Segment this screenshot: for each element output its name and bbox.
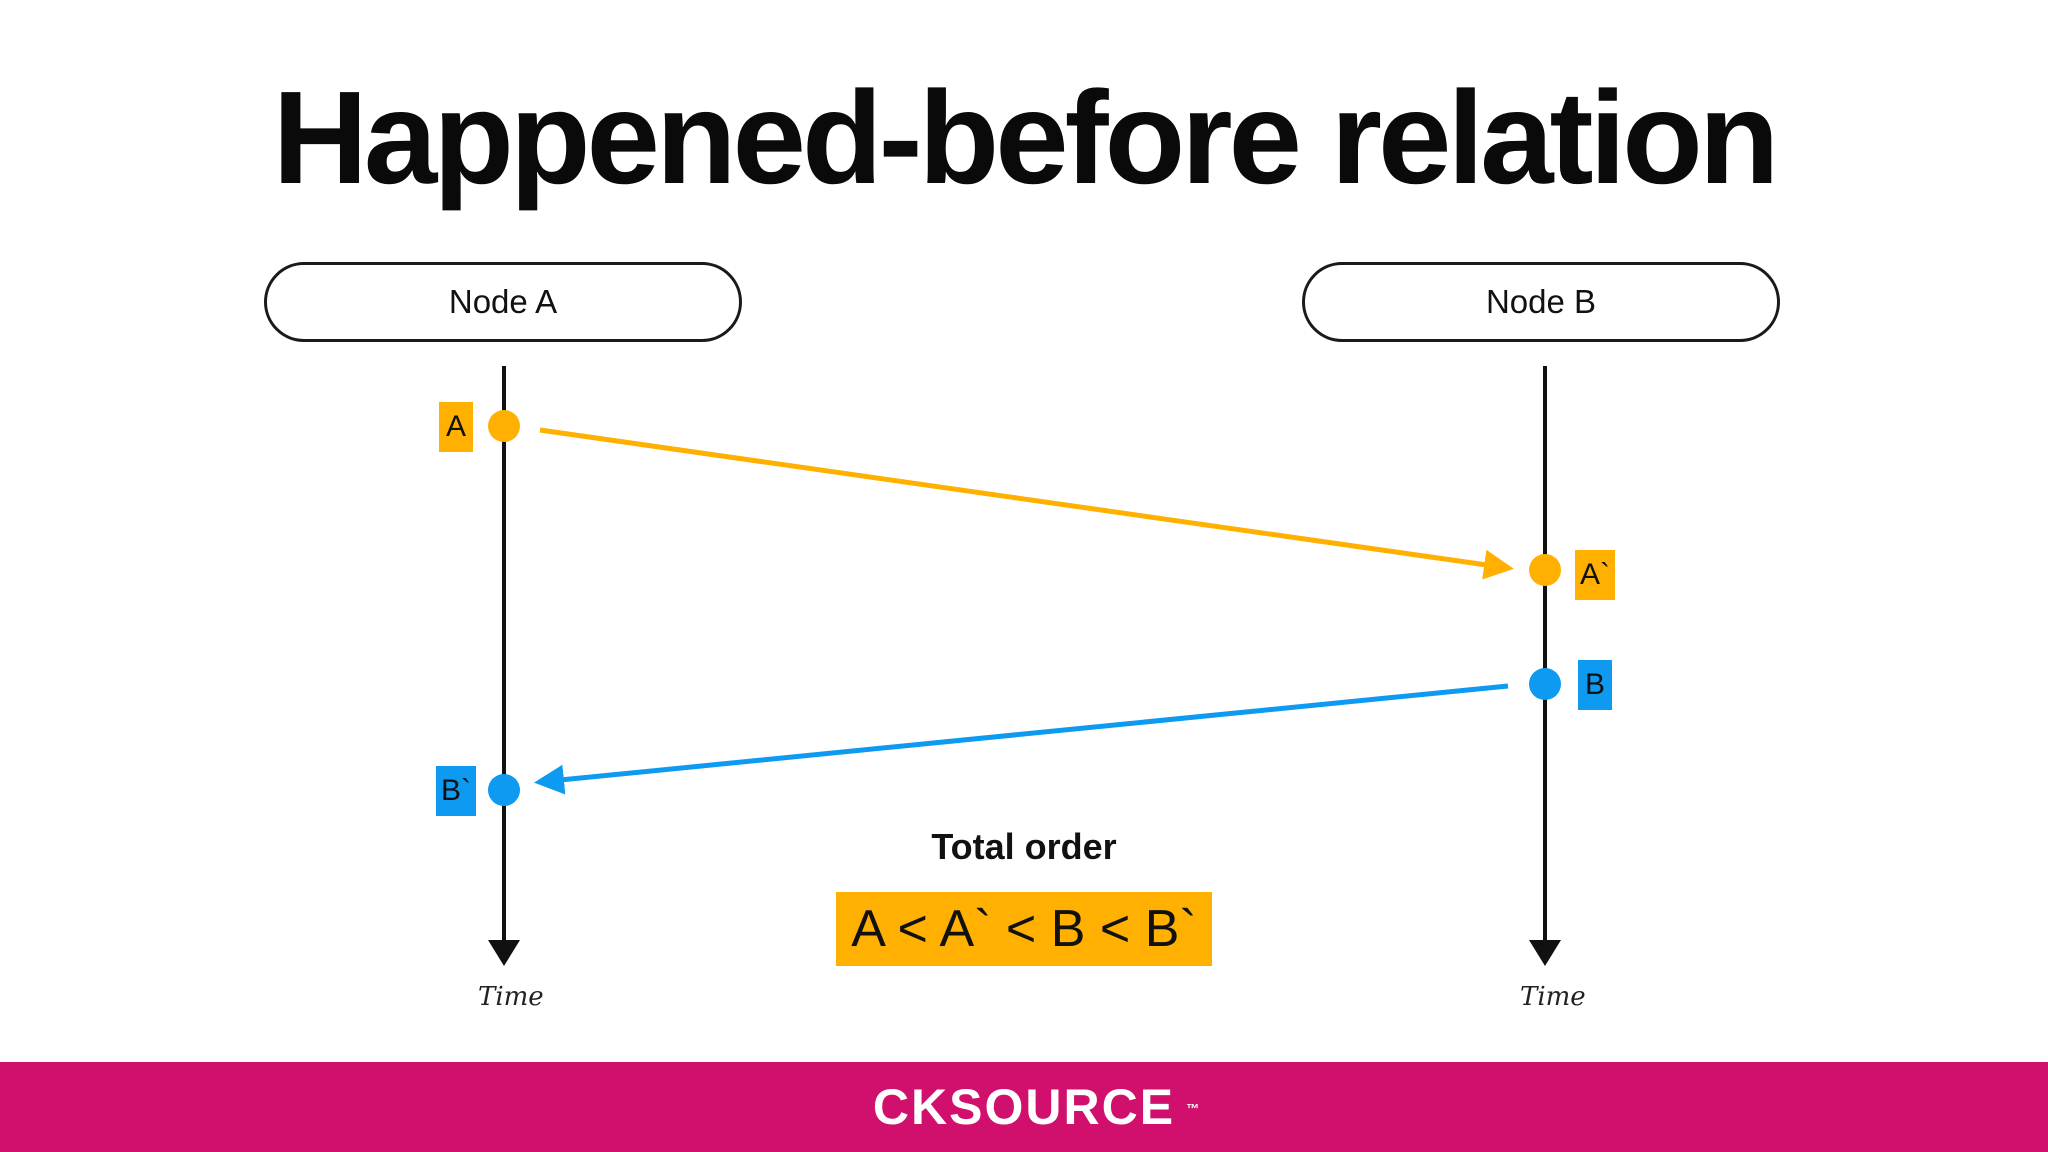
event-b-prime-dot [488,774,520,806]
node-a-time-label: Time [478,982,544,1012]
event-b-dot [1529,668,1561,700]
brand-logo: CKSOURCE ™ [872,1077,1199,1137]
event-a-prime-dot [1529,554,1561,586]
node-b-time-label: Time [1520,982,1586,1012]
node-a-box: Node A [264,262,742,342]
trademark-symbol: ™ [1186,1101,1200,1116]
total-order-title: Total order [931,826,1117,867]
event-b-prime-label: B` [436,766,476,816]
brand-name: CKSOURCE [872,1079,1176,1135]
event-b-label: B [1578,660,1612,710]
event-a-label: A [439,402,473,452]
node-a-label: Node A [448,283,558,320]
node-b-box: Node B [1302,262,1780,342]
message-a-to-a-prime [539,427,1514,580]
node-b-label: Node B [1485,283,1597,320]
total-order-expression: A < A` < B < B` [836,892,1212,966]
page-title: Happened-before relation [272,64,1780,211]
event-a-prime-label: A` [1575,550,1615,600]
footer-bar: CKSOURCE ™ [0,1062,2048,1152]
message-b-to-b-prime [534,683,1509,795]
event-a-dot [488,410,520,442]
node-b-time-arrow [1529,940,1561,966]
sequence-diagram [488,366,1561,966]
node-a-time-arrow [488,940,520,966]
